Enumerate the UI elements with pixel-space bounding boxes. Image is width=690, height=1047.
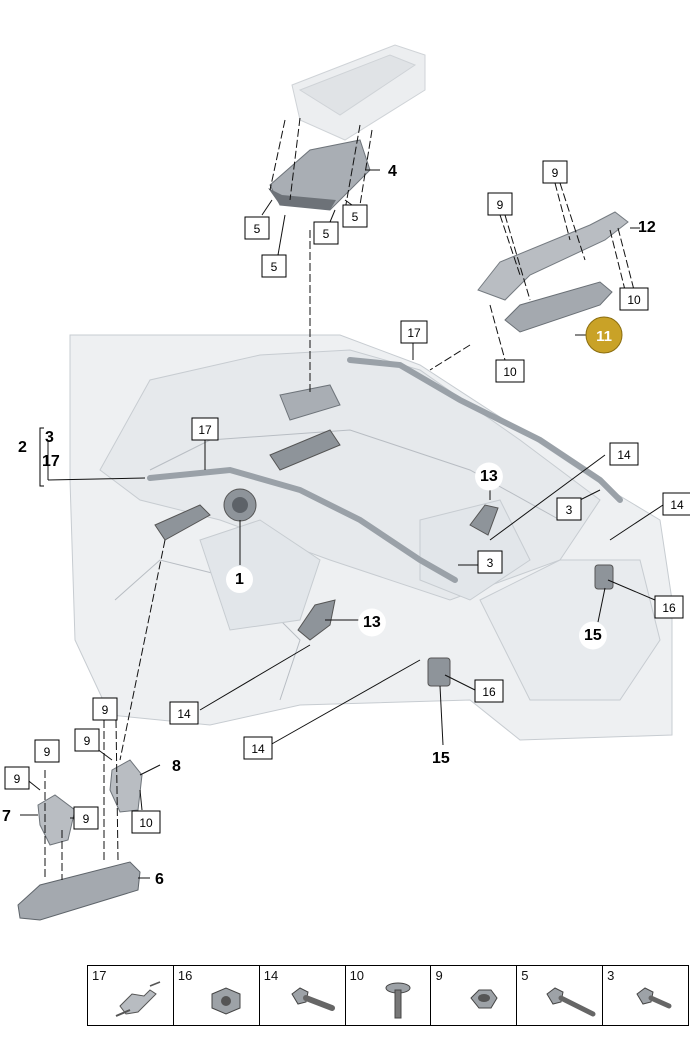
callout-2-sub-3: 3 bbox=[45, 429, 54, 446]
callout-13a: 13 bbox=[480, 468, 498, 485]
legend-cell-14: 14 bbox=[260, 966, 346, 1025]
bracket-7 bbox=[37, 794, 76, 846]
callout-4: 4 bbox=[388, 163, 397, 180]
callout-14c: 14 bbox=[177, 707, 191, 721]
callout-17a: 17 bbox=[407, 326, 421, 340]
callout-11-badge: 11 bbox=[585, 316, 623, 354]
legend-number: 17 bbox=[92, 968, 107, 983]
label-backdrop bbox=[579, 621, 607, 650]
legend-number: 16 bbox=[177, 968, 193, 983]
curtain-airbag-right bbox=[347, 357, 623, 503]
legend-number: 10 bbox=[349, 968, 365, 983]
callout-9a: 9 bbox=[552, 166, 559, 180]
callout-6: 6 bbox=[155, 871, 164, 888]
callout-15a: 15 bbox=[584, 627, 602, 644]
group-bracket bbox=[39, 427, 44, 487]
callout-2: 2 bbox=[18, 439, 27, 456]
callout-9g: 9 bbox=[83, 812, 90, 826]
callout-17b: 17 bbox=[198, 423, 212, 437]
parts-legend: 17 16 14 10 9 5 bbox=[87, 965, 689, 1026]
side-airbag-rear bbox=[469, 504, 499, 536]
legend-number: 14 bbox=[263, 968, 279, 983]
callout-10c: 10 bbox=[139, 816, 153, 830]
callout-16a: 16 bbox=[662, 601, 676, 615]
callout-1: 1 bbox=[235, 571, 244, 588]
label-backdrop bbox=[358, 608, 386, 637]
callout-9c: 9 bbox=[102, 703, 109, 717]
callout-5a: 5 bbox=[254, 222, 261, 236]
callout-13b: 13 bbox=[363, 614, 381, 631]
hex-nut-icon bbox=[470, 989, 499, 1009]
screw-icon bbox=[385, 982, 411, 1019]
legend-number: 5 bbox=[521, 968, 529, 983]
callout-2-sub-17: 17 bbox=[42, 453, 60, 470]
knee-airbag-bracket bbox=[477, 211, 629, 301]
callout-9b: 9 bbox=[497, 198, 504, 212]
callout-14b: 14 bbox=[670, 498, 684, 512]
knee-airbag-driver bbox=[154, 504, 211, 541]
callout-10b: 10 bbox=[503, 365, 517, 379]
clip-icon bbox=[115, 981, 161, 1017]
passenger-airbag bbox=[268, 139, 371, 211]
callout-3b: 3 bbox=[487, 556, 494, 570]
callout-7: 7 bbox=[2, 808, 11, 825]
callout-15b: 15 bbox=[432, 750, 450, 767]
callout-5c: 5 bbox=[323, 227, 330, 241]
legend-number: 9 bbox=[435, 968, 443, 983]
legend-cell-3: 3 bbox=[603, 966, 688, 1025]
legend-number: 3 bbox=[607, 968, 615, 983]
legend-cell-9: 9 bbox=[431, 966, 518, 1025]
callout-5b: 5 bbox=[271, 260, 278, 274]
callout-5d: 5 bbox=[352, 210, 359, 224]
callout-8: 8 bbox=[172, 758, 181, 775]
boxed-callouts: 5 5 5 5 9 9 10 10 17 17 14 14 14 14 3 3 … bbox=[4, 160, 690, 834]
side-airbag-front bbox=[297, 599, 336, 641]
callout-10a: 10 bbox=[627, 293, 641, 307]
callout-9d: 9 bbox=[84, 734, 91, 748]
callout-9f: 9 bbox=[14, 772, 21, 786]
callout-3a: 3 bbox=[566, 503, 573, 517]
callout-11: 11 bbox=[596, 328, 612, 345]
bolt-icon bbox=[291, 987, 335, 1011]
vehicle-body bbox=[69, 334, 673, 741]
sensor-front bbox=[427, 657, 451, 687]
leader-lines bbox=[20, 117, 664, 880]
knee-airbag-highlight bbox=[504, 281, 613, 333]
square-nut-icon bbox=[211, 987, 241, 1015]
callout-14a: 14 bbox=[617, 448, 631, 462]
center-airbag bbox=[269, 384, 341, 471]
legend-cell-5: 5 bbox=[517, 966, 604, 1025]
airbag-module-6 bbox=[17, 861, 141, 921]
bracket-8 bbox=[109, 759, 143, 813]
callout-16b: 16 bbox=[482, 685, 496, 699]
legend-cell-17: 17 bbox=[88, 966, 174, 1025]
legend-cell-10: 10 bbox=[346, 966, 432, 1025]
legend-cell-16: 16 bbox=[174, 966, 260, 1025]
dash-panel-top bbox=[291, 44, 426, 141]
callout-9e: 9 bbox=[44, 745, 51, 759]
long-bolt-icon bbox=[546, 987, 596, 1017]
label-backdrop bbox=[475, 462, 503, 491]
short-bolt-icon bbox=[636, 987, 672, 1009]
bold-callouts: 4 12 2 3 17 1 13 13 15 15 8 7 6 bbox=[2, 163, 656, 888]
label-backdrop bbox=[226, 566, 253, 593]
callout-12: 12 bbox=[638, 219, 656, 236]
curtain-airbag-left bbox=[147, 466, 458, 583]
driver-airbag bbox=[223, 488, 257, 522]
sensor-rear bbox=[594, 564, 614, 590]
airbag-exploded-diagram: 5 5 5 5 9 9 10 10 17 17 14 14 14 14 3 3 … bbox=[2, 44, 690, 921]
callout-14d: 14 bbox=[251, 742, 265, 756]
